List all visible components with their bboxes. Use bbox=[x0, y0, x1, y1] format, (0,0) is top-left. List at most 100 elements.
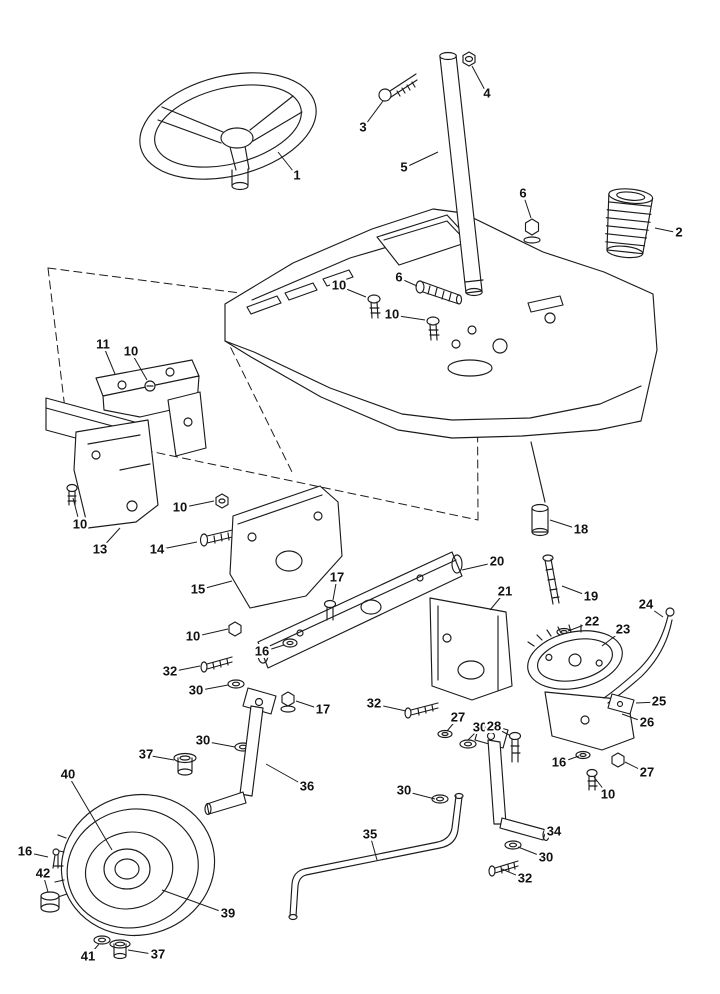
part-number-label: 22 bbox=[585, 613, 599, 628]
spacer-18-art bbox=[531, 503, 549, 537]
spindle-36-art bbox=[204, 687, 277, 816]
callout-leader-line bbox=[338, 285, 367, 298]
clevis-25-art bbox=[607, 693, 635, 715]
hardware-column-left-art bbox=[173, 621, 298, 776]
sector-plate-23-art bbox=[527, 624, 623, 690]
callout-leader-line bbox=[489, 591, 506, 611]
part-number-label: 16 bbox=[18, 843, 32, 858]
callout-leader-line bbox=[558, 755, 580, 764]
steering-wheel-art bbox=[139, 72, 317, 191]
callout-leader-line bbox=[295, 700, 324, 711]
part-number-label: 10 bbox=[124, 343, 138, 358]
part-number-label: 14 bbox=[150, 541, 165, 556]
part-number-label: 40 bbox=[61, 766, 75, 781]
callout-leader-line bbox=[179, 500, 215, 509]
callout-leader-line bbox=[549, 519, 582, 531]
part-number-label: 27 bbox=[451, 709, 465, 724]
part-number-label: 18 bbox=[574, 521, 588, 536]
part-number-label: 26 bbox=[640, 714, 654, 729]
callout-leader-line bbox=[99, 527, 121, 551]
callout-leader-line bbox=[635, 701, 660, 704]
callout-leader-line bbox=[523, 823, 555, 833]
part-number-label: 16 bbox=[552, 754, 566, 769]
callout-leader-line bbox=[624, 761, 648, 774]
part-number-label: 10 bbox=[73, 516, 87, 531]
bolt-6-lower-art bbox=[415, 280, 463, 305]
part-number-label: 21 bbox=[498, 583, 512, 598]
part-number-label: 36 bbox=[300, 778, 314, 793]
callout-leader-line bbox=[373, 703, 407, 712]
part-number-label: 30 bbox=[196, 732, 210, 747]
part-number-label: 4 bbox=[483, 85, 491, 100]
part-number-label: 23 bbox=[616, 621, 630, 636]
part-number-label: 37 bbox=[151, 946, 165, 961]
part-number-label: 3 bbox=[359, 119, 366, 134]
bolt-10-left-art bbox=[66, 483, 78, 506]
bolt-3-art bbox=[378, 73, 418, 102]
callout-leader-line bbox=[202, 740, 236, 748]
part-number-label: 42 bbox=[36, 865, 50, 880]
tie-rod-35-art bbox=[288, 792, 464, 921]
callout-leader-line bbox=[467, 727, 481, 741]
part-number-label: 27 bbox=[640, 764, 654, 779]
callout-leader-line bbox=[567, 621, 593, 632]
callout-leader-line bbox=[197, 580, 233, 591]
callout-leader-line bbox=[391, 314, 426, 321]
part-number-label: 17 bbox=[316, 701, 330, 716]
part-number-label: 6 bbox=[519, 185, 526, 200]
callout-leader-line bbox=[67, 774, 113, 851]
callout-leader-line bbox=[102, 344, 116, 375]
part-number-label: 41 bbox=[81, 948, 95, 963]
callout-leader-line bbox=[403, 790, 436, 800]
callout-leader-line bbox=[471, 65, 488, 95]
part-number-label: 10 bbox=[173, 499, 187, 514]
callout-leader-line bbox=[265, 763, 308, 788]
part-number-label: 39 bbox=[221, 905, 235, 920]
bracket-21-art bbox=[429, 597, 513, 701]
callout-leader-line bbox=[645, 604, 664, 618]
spindle-34-art bbox=[474, 721, 550, 842]
bracket-13-art bbox=[73, 419, 159, 529]
bracket-11-art bbox=[95, 359, 207, 457]
callout-leader-line bbox=[87, 943, 100, 958]
part-number-label: 20 bbox=[490, 553, 504, 568]
callout-leader-line bbox=[369, 834, 378, 861]
callout-leader-line bbox=[493, 726, 510, 736]
part-number-label: 37 bbox=[139, 746, 153, 761]
callout-leader-line bbox=[277, 151, 298, 177]
callout-leader-line bbox=[593, 776, 609, 796]
part-number-label: 34 bbox=[547, 823, 562, 838]
part-number-label: 30 bbox=[397, 782, 411, 797]
part-number-label: 35 bbox=[363, 826, 377, 841]
hub-hardware-art bbox=[40, 848, 131, 960]
callout-leader-line bbox=[130, 351, 148, 381]
part-number-label: 32 bbox=[518, 870, 532, 885]
part-number-label: 11 bbox=[96, 336, 110, 351]
part-number-label: 1 bbox=[293, 167, 300, 182]
part-number-label: 30 bbox=[473, 719, 487, 734]
part-number-label: 15 bbox=[191, 581, 205, 596]
callout-leader-line bbox=[517, 846, 547, 859]
callout-leader-line bbox=[362, 100, 384, 129]
callout-leader-line bbox=[72, 497, 81, 526]
nut-washer-6-art bbox=[523, 218, 541, 244]
bolt-19-art bbox=[542, 554, 560, 605]
callout-leader-line bbox=[161, 889, 229, 915]
part-number-label: 6 bbox=[395, 269, 402, 284]
callout-leader-line bbox=[621, 713, 648, 724]
callout-leader-line bbox=[461, 561, 498, 571]
axle-beam-20-art bbox=[257, 551, 463, 669]
bellows-boot-art bbox=[605, 188, 654, 259]
part-number-label: 13 bbox=[93, 541, 107, 556]
bolt-10-top-left-art bbox=[367, 294, 381, 319]
callout-leader-line bbox=[195, 684, 229, 692]
part-number-label: 30 bbox=[539, 849, 553, 864]
callout-leader-line bbox=[192, 628, 229, 638]
part-number-label: 24 bbox=[639, 596, 654, 611]
pivot-plate-15-art bbox=[229, 485, 343, 609]
callout-leader-line bbox=[332, 577, 338, 601]
part-number-label: 10 bbox=[186, 628, 200, 643]
callout-leader-line bbox=[398, 277, 418, 287]
callout-leader-line bbox=[127, 949, 159, 956]
